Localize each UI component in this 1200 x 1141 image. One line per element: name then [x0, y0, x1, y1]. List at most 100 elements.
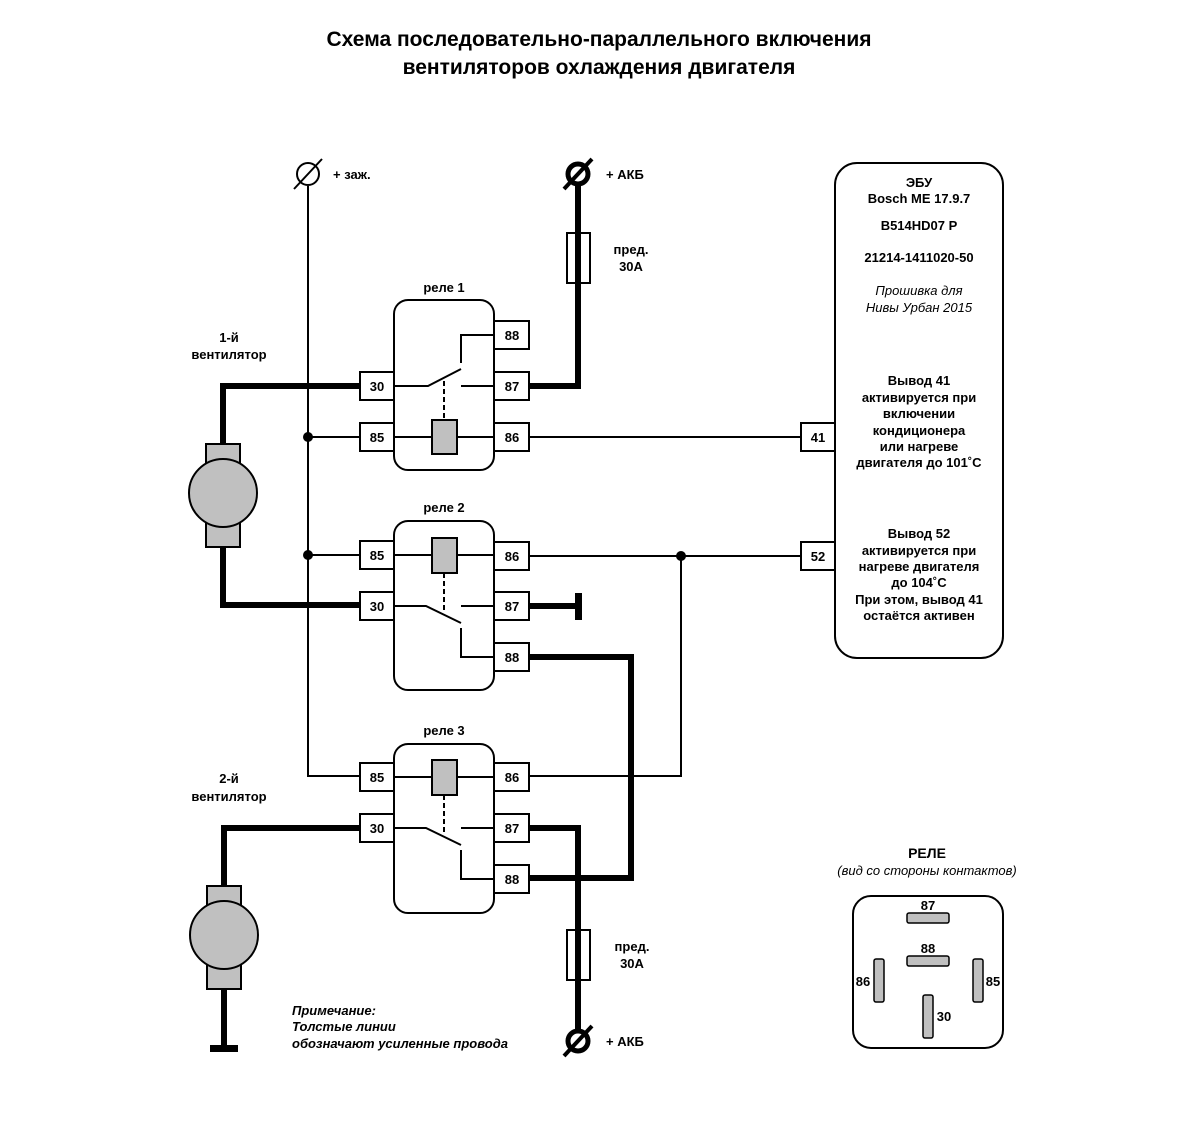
pin-86-box	[493, 541, 530, 571]
relay-2: реле 2 85 86 30 87 88	[359, 500, 530, 691]
note-title: Примечание:	[292, 1003, 376, 1018]
relay-1: реле 1 88 30 87 85 86	[359, 280, 530, 471]
wire-fan1-relay2-30	[220, 547, 360, 608]
relay-coil-icon	[431, 419, 458, 455]
ecu-out41-line: двигателя до 101˚С	[856, 455, 982, 470]
motor-icon	[188, 458, 258, 528]
note-line-2: Толстые линии	[292, 1019, 396, 1034]
fuse-bottom: пред. 30А	[566, 929, 649, 981]
pinout-86-label: 86	[856, 974, 870, 989]
pin-30-box	[359, 813, 395, 843]
ecu-pin-52-box	[800, 541, 836, 571]
pin-30-label: 30	[370, 379, 384, 394]
pinout-85-terminal	[972, 958, 984, 1003]
ignition-terminal: + заж.	[293, 158, 371, 190]
battery-terminal-bottom: + АКБ	[562, 1024, 644, 1058]
fan-1: 1-й вентилятор	[188, 330, 267, 548]
relay-switch-contact	[394, 827, 462, 846]
pin-86-label: 86	[505, 770, 519, 785]
fuse-top-label-2: 30А	[619, 259, 643, 274]
fan2-label-2: вентилятор	[191, 789, 266, 804]
pin-85-label: 85	[370, 548, 384, 563]
relay-nc-contact	[460, 850, 494, 880]
relay-pinout-title: РЕЛЕ	[908, 845, 946, 861]
terminal-slash	[562, 1024, 594, 1058]
battery-bottom-label: + АКБ	[606, 1034, 644, 1049]
pin-88-label: 88	[505, 650, 519, 665]
relay-2-label: реле 2	[423, 500, 464, 515]
ecu-out41-line: включении	[883, 406, 955, 421]
fan2-label-1: 2-й	[219, 771, 239, 786]
relay-1-label: реле 1	[423, 280, 464, 295]
pin-86-label: 86	[505, 549, 519, 564]
relay-nc-contact	[460, 628, 494, 658]
pin-87-label: 87	[505, 821, 519, 836]
terminal-slash	[293, 158, 323, 190]
pin-88-box	[493, 320, 530, 350]
pin-85-label: 85	[370, 770, 384, 785]
relay-pinout-body	[852, 895, 1004, 1049]
note-line-3: обозначают усиленные провода	[292, 1036, 508, 1051]
ecu-model: Bosch ME 17.9.7	[868, 191, 971, 206]
pin-30-label: 30	[370, 821, 384, 836]
pinout-88-terminal	[906, 955, 950, 967]
ecu-out41-line: кондиционера	[873, 423, 966, 438]
ignition-label: + заж.	[333, 167, 371, 182]
battery-top-label: + АКБ	[606, 167, 644, 182]
pinout-87-terminal	[906, 912, 950, 924]
title-line-1: Схема последовательно-параллельного вклю…	[326, 28, 871, 51]
relay-coil-icon	[431, 537, 458, 574]
pin-30-box	[359, 591, 395, 621]
note: Примечание: Толстые линии обозначают уси…	[292, 1003, 508, 1051]
fan-2: 2-й вентилятор	[189, 771, 267, 990]
ecu-out52-line: нагреве двигателя	[859, 559, 980, 574]
relay-pinout-subtitle: (вид со стороны контактов)	[837, 863, 1016, 878]
ecu-firmware-2: Нивы Урбан 2015	[866, 300, 973, 315]
ecu-out52-line: остаётся активен	[863, 608, 974, 623]
pinout-30-terminal	[922, 994, 934, 1039]
ecu-pin-52-label: 52	[811, 549, 825, 564]
ecu-out52-line: Вывод 52	[888, 526, 950, 541]
pin-87-box	[493, 591, 530, 621]
ecu-out52-line: активируется при	[862, 543, 976, 558]
ecu-part-number: 21214-1411020-50	[864, 250, 973, 265]
pinout-85-label: 85	[986, 974, 1000, 989]
fuse-top: пред. 30А	[566, 232, 649, 284]
pin-88-label: 88	[505, 872, 519, 887]
pin-30-label: 30	[370, 599, 384, 614]
motor-icon	[189, 900, 259, 970]
ecu-block: ЭБУ Bosch ME 17.9.7 B514HD07 P 21214-141…	[800, 162, 1004, 659]
pin-85-box	[359, 540, 395, 570]
pin-86-label: 86	[505, 430, 519, 445]
ecu-pin-41-label: 41	[811, 430, 825, 445]
pinout-88-label: 88	[921, 941, 935, 956]
pinout-30-label: 30	[937, 1009, 951, 1024]
relay-3-label: реле 3	[423, 723, 464, 738]
wire-fan2-relay3-30	[221, 825, 360, 886]
pin-87-label: 87	[505, 379, 519, 394]
pin-88-box	[493, 864, 530, 894]
ecu-title: ЭБУ	[906, 175, 933, 190]
relay-3: реле 3 85 86 30 87 88	[359, 723, 530, 914]
ground-symbol-relay2	[575, 593, 582, 620]
ecu-out41-line: или нагреве	[880, 439, 959, 454]
ecu-code: B514HD07 P	[881, 218, 958, 233]
relay-pinout: РЕЛЕ (вид со стороны контактов) 87 88 86…	[837, 845, 1017, 1049]
ecu-body	[834, 162, 1004, 659]
pin-85-label: 85	[370, 430, 384, 445]
ecu-firmware-1: Прошивка для	[875, 283, 962, 298]
relay-coil-icon	[431, 759, 458, 796]
pin-86-box	[493, 762, 530, 792]
battery-terminal-top: + АКБ	[562, 157, 644, 191]
title-line-2: вентиляторов охлаждения двигателя	[403, 56, 796, 79]
relay-switch-contact	[394, 368, 462, 387]
fuse-top-label-1: пред.	[614, 242, 649, 257]
fan1-label-1: 1-й	[219, 330, 239, 345]
junction-dot	[303, 550, 313, 560]
pinout-87-label: 87	[921, 898, 935, 913]
pin-88-label: 88	[505, 328, 519, 343]
fuse-bottom-label-2: 30А	[620, 956, 644, 971]
relay-switch-contact	[394, 605, 462, 624]
wire-relay3-86	[530, 556, 682, 777]
